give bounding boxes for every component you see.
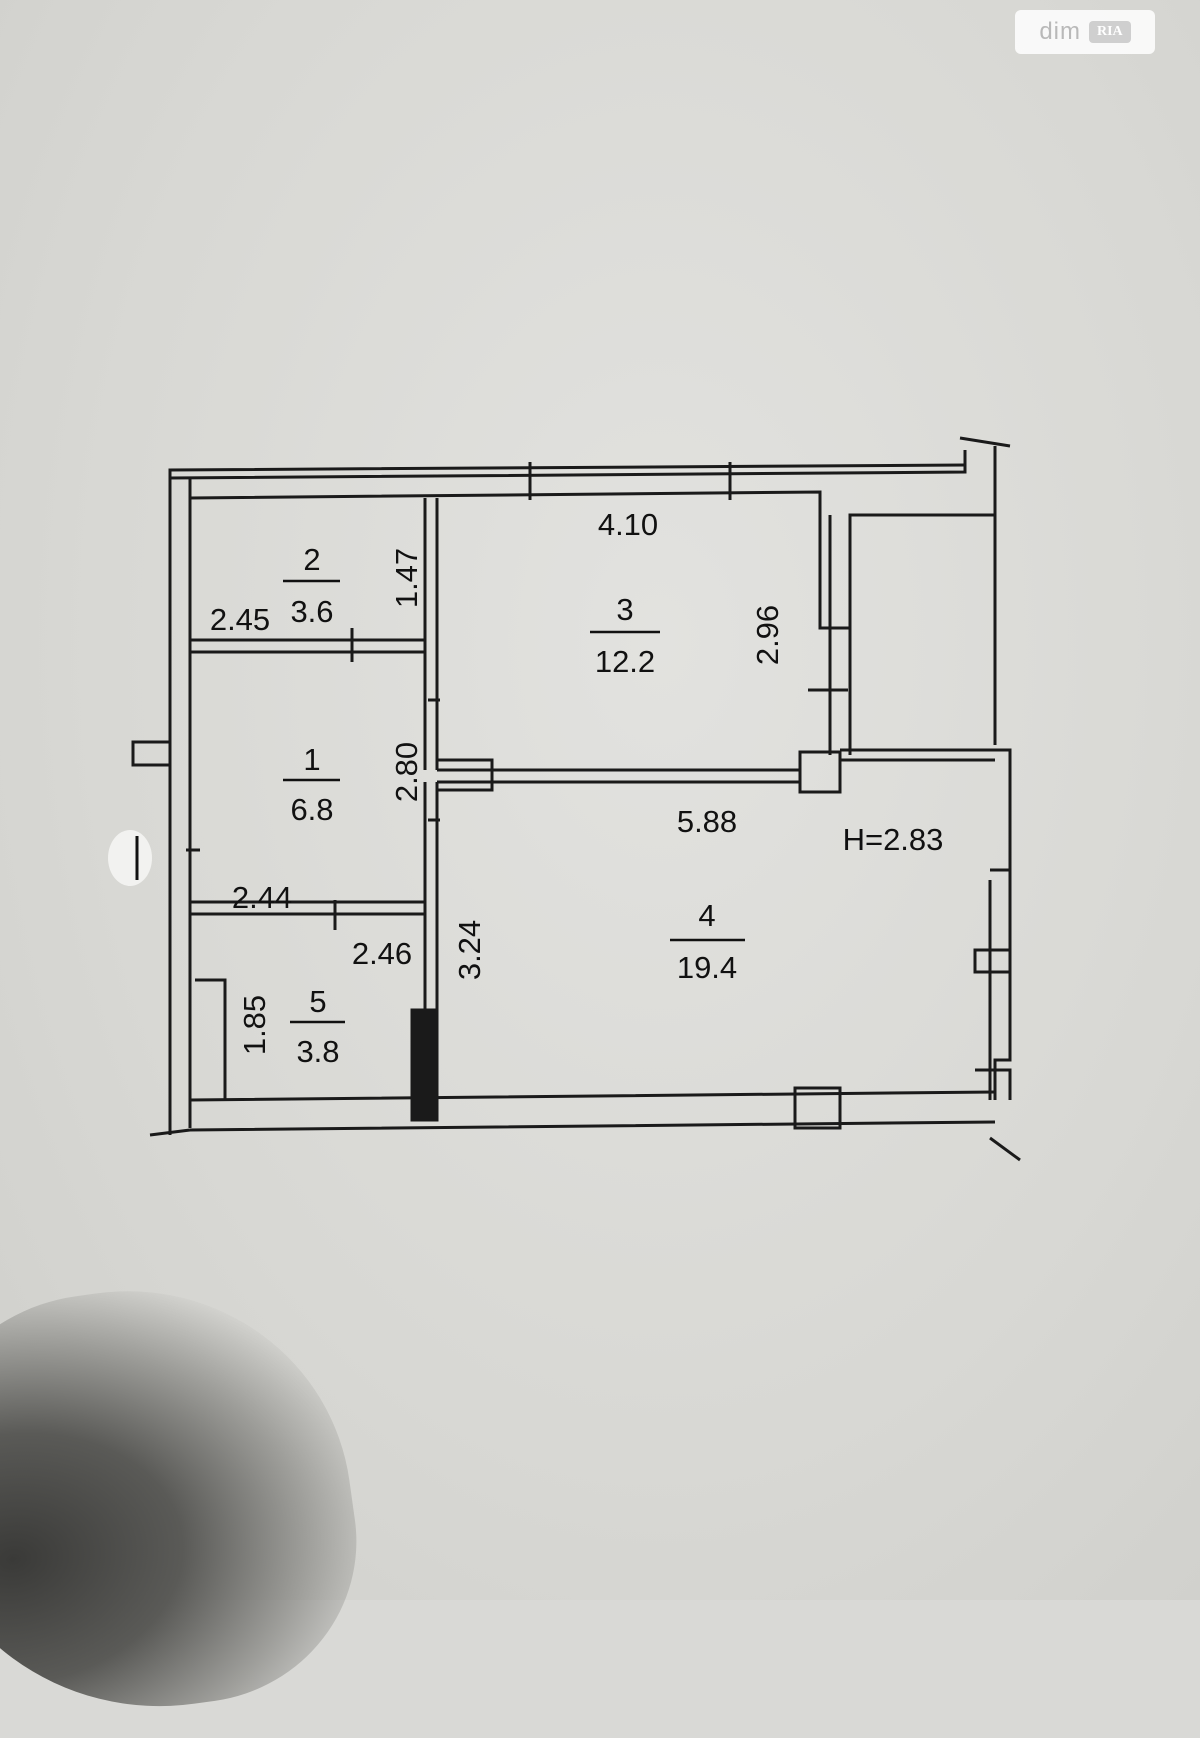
dimension-label: 4.10 xyxy=(598,507,658,542)
room-2-area: 3.6 xyxy=(290,594,333,629)
area-fraction-lines xyxy=(283,579,745,1024)
dimension-label: 2.44 xyxy=(232,880,292,915)
dimension-label: 2.80 xyxy=(389,742,424,802)
room-3-number: 3 xyxy=(616,592,633,627)
room-1-number: 1 xyxy=(303,742,320,777)
watermark-brand: dim xyxy=(1039,18,1081,45)
dimension-label: 1.85 xyxy=(237,995,272,1055)
room-4-area: 19.4 xyxy=(677,950,737,985)
room-5-area: 3.8 xyxy=(296,1034,339,1069)
room-1-area: 6.8 xyxy=(290,792,333,827)
dimension-label: 1.47 xyxy=(389,548,424,608)
room-5-number: 5 xyxy=(309,984,326,1019)
room-4-number: 4 xyxy=(698,898,715,933)
floor-plan: 2 3.6 3 12.2 1 6.8 4 19.4 5 3.8 4.10 1.4… xyxy=(108,436,1021,1162)
dimension-label: 2.45 xyxy=(210,602,270,637)
dimension-label: 5.88 xyxy=(677,804,737,839)
walls xyxy=(131,436,1021,1162)
entrance-door-icon xyxy=(108,830,152,886)
room-3-area: 12.2 xyxy=(595,644,655,679)
dimension-label: 2.46 xyxy=(352,936,412,971)
dimension-label: 3.24 xyxy=(452,920,487,980)
watermark-badge: RIA xyxy=(1089,21,1131,43)
dimria-watermark: dim RIA xyxy=(1015,10,1155,54)
ceiling-height-label: H=2.83 xyxy=(843,822,944,857)
dimension-label: 2.96 xyxy=(750,605,785,665)
room-2-number: 2 xyxy=(303,542,320,577)
